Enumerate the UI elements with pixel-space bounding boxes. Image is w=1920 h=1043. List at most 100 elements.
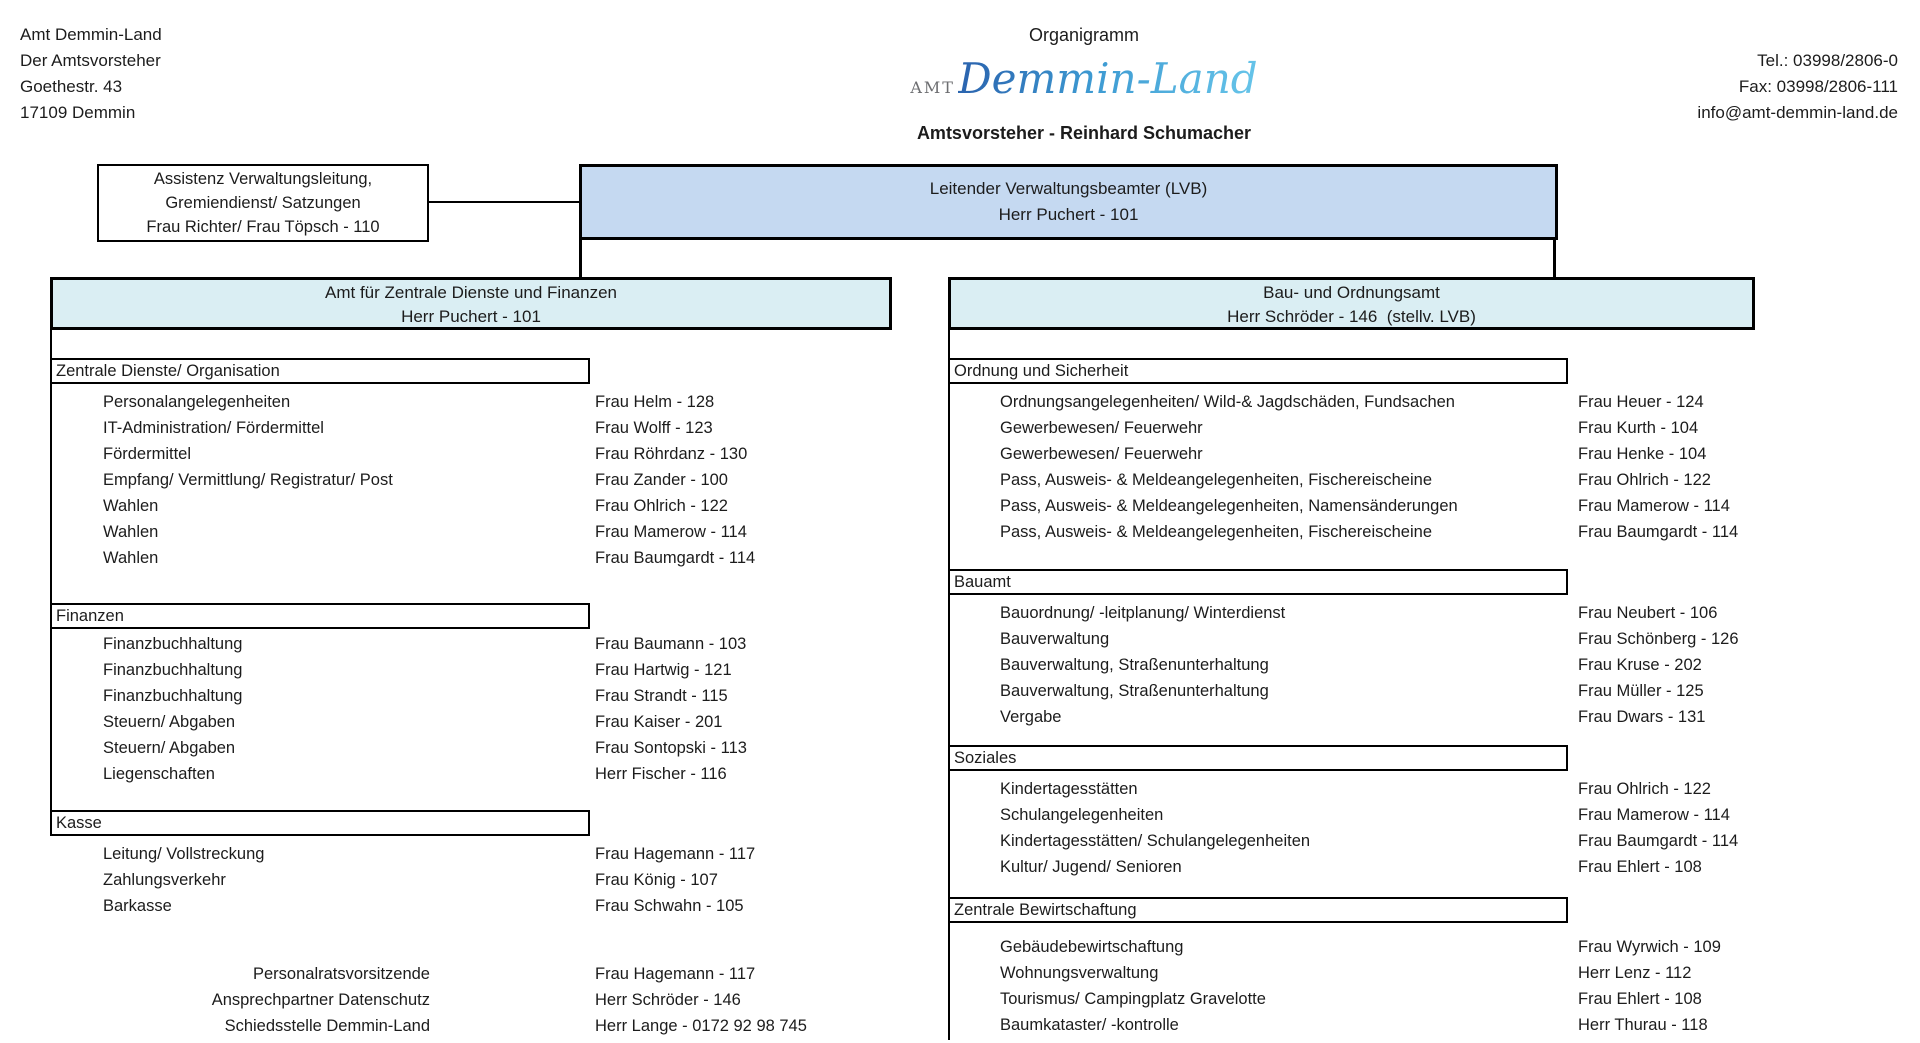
- connector-lvb-right-dept: [1553, 240, 1556, 278]
- contact-fax: Fax: 03998/2806-111: [1738, 77, 1898, 96]
- section-title-box: Bauamt: [948, 569, 1568, 595]
- org-row: Schiedsstelle Demmin-Land Herr Lange - 01…: [50, 1013, 892, 1039]
- sender-line: Goethestr. 43: [20, 77, 123, 96]
- row-task: Vergabe: [1000, 708, 1062, 726]
- lvb-person: Herr Puchert - 101: [998, 205, 1139, 224]
- row-person: Frau Henke - 104: [1578, 445, 1707, 463]
- section-title-box: Zentrale Bewirtschaftung: [948, 897, 1568, 923]
- row-person: Frau Hagemann - 117: [595, 845, 756, 863]
- row-person: Frau Kruse - 202: [1578, 656, 1702, 674]
- sender-line: Amt Demmin-Land: [20, 25, 162, 44]
- org-row: Wohnungsverwaltung Herr Lenz - 112: [948, 960, 1755, 986]
- lvb-box: Leitender Verwaltungsbeamter (LVB) Herr …: [579, 164, 1558, 240]
- amtsvorsteher-line: Amtsvorsteher - Reinhard Schumacher: [916, 123, 1252, 143]
- row-person: Herr Lenz - 112: [1578, 964, 1692, 982]
- row-person: Frau Müller - 125: [1578, 682, 1704, 700]
- dept-connector-line: [948, 330, 950, 1040]
- section-title-box: Kasse: [50, 810, 590, 836]
- sender-address: Amt Demmin-Land Der Amtsvorsteher Goethe…: [20, 22, 162, 126]
- row-task: Personalratsvorsitzende: [252, 965, 430, 983]
- assistenz-box: Assistenz Verwaltungsleitung, Gremiendie…: [97, 164, 429, 242]
- row-task: Bauverwaltung, Straßenunterhaltung: [1000, 682, 1269, 700]
- row-person: Herr Thurau - 118: [1578, 1016, 1708, 1034]
- connector-lvb-left-dept: [579, 240, 582, 278]
- contact-block: Tel.: 03998/2806-0 Fax: 03998/2806-111 i…: [1697, 48, 1898, 126]
- row-task: Schiedsstelle Demmin-Land: [224, 1017, 430, 1035]
- row-task: Pass, Ausweis- & Meldeangelegenheiten, F…: [1000, 471, 1432, 489]
- org-row: Bauverwaltung Frau Schönberg - 126: [948, 626, 1755, 652]
- row-task: Gewerbewesen/ Feuerwehr: [1000, 445, 1203, 463]
- row-task: Bauverwaltung: [1000, 630, 1110, 648]
- row-task: Pass, Ausweis- & Meldeangelegenheiten, F…: [1000, 523, 1432, 541]
- row-person: Frau Mamerow - 114: [1578, 806, 1730, 824]
- row-person: Frau Kurth - 104: [1578, 419, 1699, 437]
- row-person: Frau Neubert - 106: [1578, 604, 1718, 622]
- dept-title: Amt für Zentrale Dienste und Finanzen: [325, 283, 617, 302]
- amt-demmin-land-logo: AMT Demmin-Land: [874, 54, 1294, 116]
- row-person: Frau Wolff - 123: [595, 419, 713, 437]
- row-person: Frau Baumgardt - 114: [1578, 523, 1739, 541]
- row-person: Frau Ehlert - 108: [1578, 990, 1702, 1008]
- section-title-box: Finanzen: [50, 603, 590, 629]
- row-task: Liegenschaften: [103, 765, 215, 783]
- row-task: Leitung/ Vollstreckung: [103, 845, 265, 863]
- row-task: Fördermittel: [103, 445, 192, 463]
- row-task: Steuern/ Abgaben: [103, 739, 236, 757]
- org-row: Ordnungsangelegenheiten/ Wild-& Jagdschä…: [948, 389, 1755, 415]
- org-row: Kindertagesstätten Frau Ohlrich - 122: [948, 776, 1755, 802]
- sender-line: 17109 Demmin: [20, 103, 136, 122]
- row-task: Ansprechpartner Datenschutz: [211, 991, 430, 1009]
- org-row: Kultur/ Jugend/ Senioren Frau Ehlert - 10…: [948, 854, 1755, 880]
- org-row: Gewerbewesen/ Feuerwehr Frau Henke - 104: [948, 441, 1755, 467]
- row-task: Kultur/ Jugend/ Senioren: [1000, 858, 1182, 876]
- org-row: Gewerbewesen/ Feuerwehr Frau Kurth - 104: [948, 415, 1755, 441]
- row-task: Finanzbuchhaltung: [103, 661, 243, 679]
- row-person: Frau Baumgardt - 114: [1578, 832, 1739, 850]
- row-person: Herr Lange - 0172 92 98 745: [595, 1017, 807, 1035]
- row-person: Frau Ohlrich - 122: [1578, 780, 1711, 798]
- assistenz-line: Gremiendienst/ Satzungen: [165, 194, 361, 212]
- section-rows: Ordnungsangelegenheiten/ Wild-& Jagdschä…: [948, 389, 1755, 545]
- row-task: Steuern/ Abgaben: [103, 713, 236, 731]
- row-person: Frau Schönberg - 126: [1578, 630, 1739, 648]
- page-title: Organigramm: [1028, 25, 1140, 45]
- row-person: Frau Ehlert - 108: [1578, 858, 1702, 876]
- org-row: Kindertagesstätten/ Schulangelegenheiten…: [948, 828, 1755, 854]
- row-task: Wahlen: [103, 549, 159, 567]
- assistenz-line: Assistenz Verwaltungsleitung,: [153, 170, 373, 188]
- row-task: Bauordnung/ -leitplanung/ Winterdienst: [1000, 604, 1286, 622]
- row-task: Wohnungsverwaltung: [1000, 964, 1159, 982]
- logo-prefix-text: AMT: [910, 78, 955, 97]
- contact-phone: Tel.: 03998/2806-0: [1757, 51, 1898, 70]
- row-person: Frau Heuer - 124: [1578, 393, 1704, 411]
- row-task: Pass, Ausweis- & Meldeangelegenheiten, N…: [1000, 497, 1458, 515]
- logo-name-text: Demmin-Land: [957, 54, 1258, 103]
- row-task: Gewerbewesen/ Feuerwehr: [1000, 419, 1203, 437]
- section-rows: Leitung/ Vollstreckung Frau Hagemann - 11…: [50, 841, 892, 919]
- row-person: Frau Wyrwich - 109: [1578, 938, 1721, 956]
- row-task: Kindertagesstätten: [1000, 780, 1138, 798]
- org-row: Bauverwaltung, Straßenunterhaltung Frau M…: [948, 678, 1755, 704]
- row-task: Personalangelegenheiten: [103, 393, 291, 411]
- dept-title: Bau- und Ordnungsamt: [1263, 283, 1440, 302]
- row-task: Schulangelegenheiten: [1000, 806, 1164, 824]
